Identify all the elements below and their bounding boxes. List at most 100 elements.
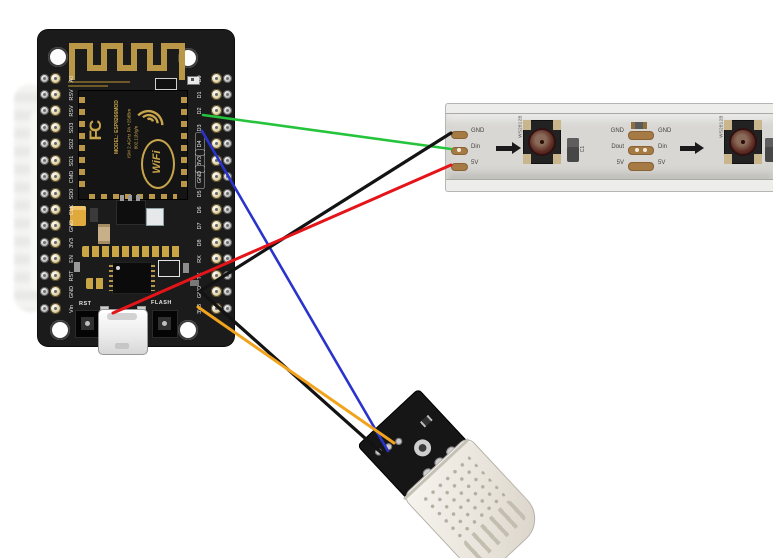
pin-pad (50, 72, 61, 84)
pin-left-a0-0: A0 (38, 72, 234, 84)
pad-label-gnd: GND (471, 128, 485, 134)
pin-pad (50, 171, 61, 183)
pin-pad (211, 269, 222, 281)
joint-label-gnd-left: GND (610, 128, 624, 134)
pin-left-gnd-13: GND (38, 286, 234, 298)
pin-right-gnd-6: GND (38, 171, 234, 183)
pin-pad (211, 253, 222, 265)
header-pin (223, 89, 232, 99)
flash-button[interactable] (152, 310, 178, 338)
rst-button-label: RST (79, 301, 92, 307)
wire-black-gnd-to-led-gnd (198, 131, 453, 293)
smd-capacitor (90, 208, 98, 222)
strip-resistor (631, 122, 647, 129)
mounting-hole (178, 320, 198, 340)
pin-right-tx-12: TX (38, 269, 234, 281)
pin-pad (50, 253, 61, 265)
pin-left-rsv-1: RSV (38, 88, 234, 101)
data-direction-arrow (496, 142, 521, 154)
header-pin (40, 303, 49, 313)
joint-pad-gnd (628, 131, 654, 140)
smd-component (155, 78, 177, 90)
pin-left-clk-8: CLK (38, 203, 234, 215)
pin-pad (211, 154, 222, 166)
pin-pad (50, 138, 61, 150)
pin-pad (211, 105, 222, 117)
header-pin (40, 188, 49, 198)
pcb-mounting-hole (410, 435, 435, 460)
joint-pad-data (628, 146, 654, 155)
pin-pad (50, 220, 61, 232)
gold-via-pair (86, 278, 105, 289)
header-pin (40, 221, 49, 231)
pin-right-rx-11: RX (38, 253, 234, 265)
header-pin (223, 287, 232, 297)
pin-pad (211, 72, 222, 84)
pin-left-3v3-10: 3V3 (38, 236, 234, 248)
dht22-sensor (352, 384, 549, 558)
header-pin (40, 122, 49, 132)
header-pin (40, 106, 49, 116)
joint-label-5v-right: 5V (658, 160, 666, 166)
pad-gnd (451, 131, 468, 139)
wire-green-d2-to-led-din (201, 113, 453, 151)
solder-dot (635, 148, 639, 152)
joint-label-dout: Dout (611, 144, 624, 150)
pin-left-rst-12: RST (38, 269, 234, 281)
ws2812b-led (523, 120, 561, 164)
pin-pad (50, 187, 61, 199)
pin-pad (50, 302, 61, 314)
header-pin (40, 172, 49, 182)
pin-right-d4-4: D4 (38, 138, 234, 150)
tantalum-capacitor (70, 206, 86, 226)
pin-right-d5-7: D5 (38, 187, 234, 199)
joint-pad-5v (628, 162, 654, 171)
pad-5v (451, 163, 468, 171)
wifi-antenna-trace (69, 43, 185, 80)
solder-dot (457, 148, 461, 152)
header-pin (40, 155, 49, 165)
pin-left-rsv-2: RSV (38, 105, 234, 117)
ws2812b-led (724, 120, 762, 164)
header-pin (40, 287, 49, 297)
pin-right-3v3-14: 3V3 (38, 302, 234, 314)
joint-label-5v-left: 5V (616, 160, 624, 166)
pin-left-sd0-7: SD0 (38, 187, 234, 199)
wire-solder-pad (383, 441, 394, 452)
header-pin (40, 89, 49, 99)
header-pin (223, 237, 232, 247)
pin-pad (211, 203, 222, 215)
pin-pad (211, 138, 222, 150)
pullup-resistor (419, 414, 433, 428)
rst-button[interactable] (75, 310, 101, 338)
header-pin (223, 221, 232, 231)
header-pin (223, 188, 232, 198)
header-pin (223, 270, 232, 280)
header-pin (40, 270, 49, 280)
rf-swoosh-icon (137, 109, 164, 126)
electrolytic-capacitor (98, 224, 110, 244)
pin-pad (50, 88, 61, 100)
capacitor-label: C1 (580, 145, 587, 153)
pin-pad (50, 154, 61, 166)
silkscreen-text (68, 81, 130, 83)
joint-label-din: Din (658, 144, 668, 150)
wire-solder-pad (373, 447, 384, 457)
pin-right-d0-0: D0 (38, 72, 234, 84)
pin-left-vin-14: Vin (38, 302, 234, 314)
solder-dot (643, 148, 647, 152)
mounting-hole (50, 320, 70, 340)
joint-label-gnd-right: GND (658, 128, 672, 134)
pin-pad (211, 220, 222, 232)
ws2812b-led-strip: GND Din 5V WS2812B C1 GND Dout 5V GND Di… (445, 103, 773, 192)
pin-left-gnd-9: GND (38, 220, 234, 232)
header-pin (223, 204, 232, 214)
led-lens (731, 130, 755, 154)
led-lens (530, 130, 554, 154)
nodemcu-board: FC MODEL: ESP8266MOD ISM 2.4GHz PA +25dB… (38, 30, 234, 355)
micro-usb-port[interactable] (98, 309, 148, 355)
ws2812b-chip-label: WS2812B (718, 115, 724, 138)
wire-solder-pad (393, 436, 404, 447)
pin-pad (50, 236, 61, 248)
pad-label-din: Din (471, 144, 481, 150)
